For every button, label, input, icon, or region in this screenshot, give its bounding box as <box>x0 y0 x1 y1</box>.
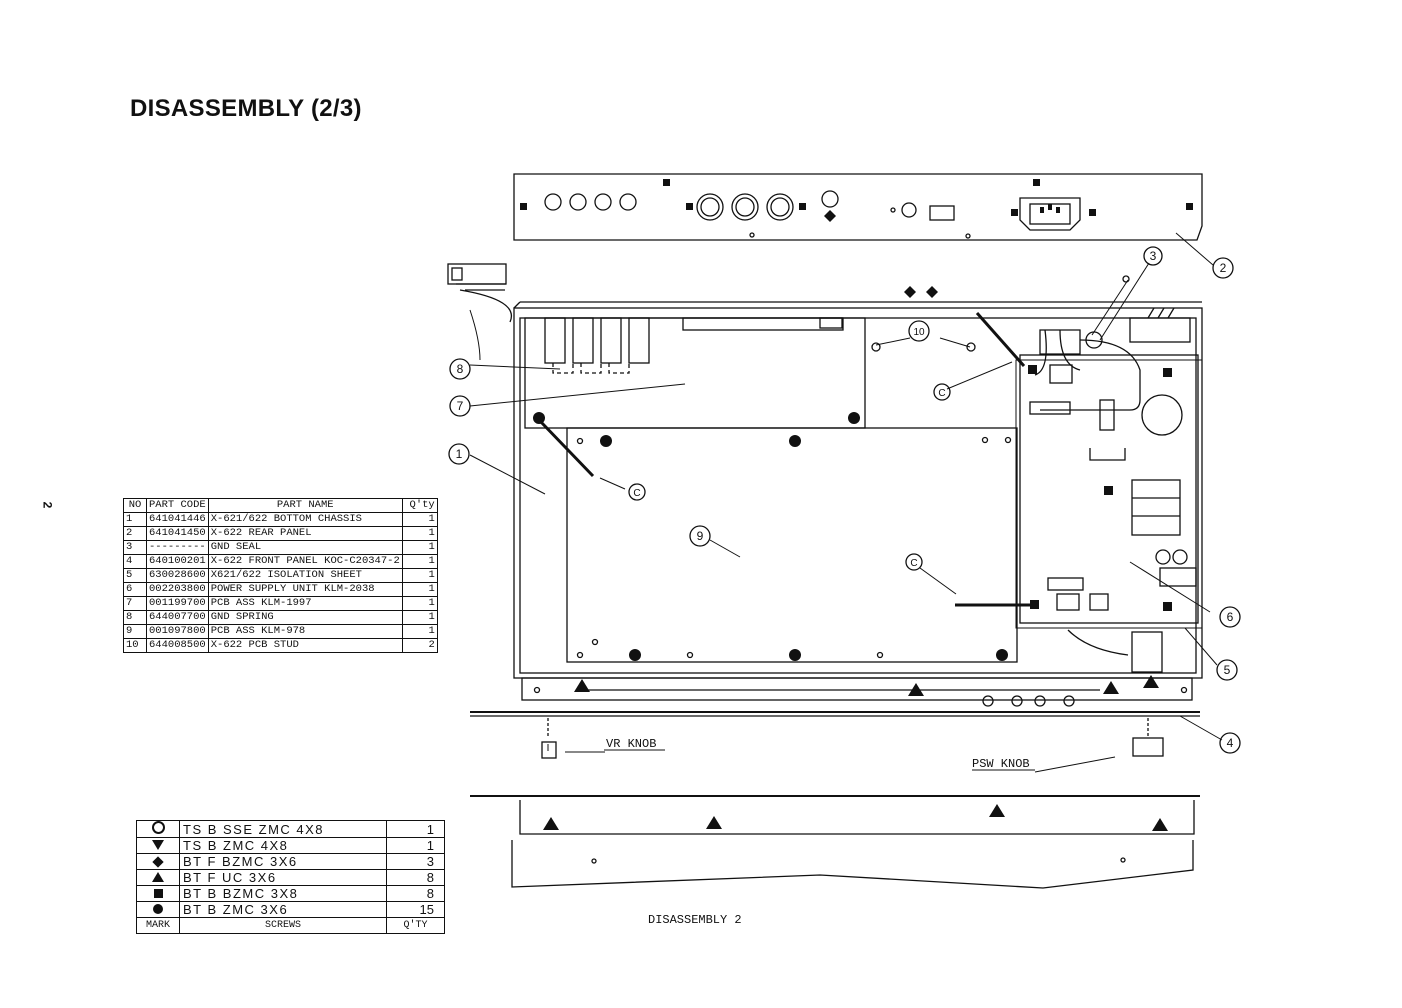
bottom-chassis <box>513 301 1203 679</box>
c-mark-2: C <box>633 488 640 499</box>
pcb-klm-1997 <box>524 317 866 429</box>
page-title: DISASSEMBLY (2/3) <box>130 95 362 122</box>
leader-lines <box>469 232 1223 773</box>
parts-cell-code: 001199700 <box>146 596 209 611</box>
power-supply-unit <box>1015 307 1203 673</box>
knobs <box>541 718 1164 759</box>
screw-desc-cell: TS B SSE ZMC 4X8 <box>179 820 387 838</box>
screw-table-header: MARK SCREWS Q'TY <box>136 917 445 934</box>
rear-panel <box>513 173 1203 241</box>
callout-10: 10 <box>913 327 925 338</box>
diamond-markers <box>904 286 938 298</box>
parts-cell-code: 641041446 <box>146 512 209 527</box>
c-mark-3: C <box>910 558 917 569</box>
figure-caption: DISASSEMBLY 2 <box>648 913 742 927</box>
open-circle-icon <box>151 821 165 834</box>
callout-4: 4 <box>1227 736 1234 750</box>
down-triangle-icon <box>152 840 164 850</box>
parts-cell-qty: 1 <box>401 596 438 611</box>
callout-numbers: 1 2 3 4 5 6 7 8 9 10 C C C <box>456 249 1234 750</box>
bottom-cover <box>470 795 1200 889</box>
up-triangle-icon <box>152 872 164 882</box>
parts-cell-code: 002203800 <box>146 582 209 597</box>
c-mark-1: C <box>938 388 945 399</box>
header-qty: Q'ty <box>401 498 438 513</box>
callout-1: 1 <box>456 447 463 461</box>
callout-5: 5 <box>1224 663 1231 677</box>
filled-circle-icon <box>153 904 163 914</box>
callout-9: 9 <box>697 529 704 543</box>
callout-8: 8 <box>457 362 464 376</box>
front-panel <box>470 675 1200 717</box>
callout-6: 6 <box>1227 610 1234 624</box>
vr-knob-label: VR KNOB <box>606 737 656 751</box>
callout-7: 7 <box>457 399 464 413</box>
parts-cell-code: --------- <box>146 540 209 555</box>
parts-cell-no: 2 <box>123 526 147 541</box>
parts-cell-code: 641041450 <box>146 526 209 541</box>
square-icon <box>153 889 163 898</box>
callout-2: 2 <box>1220 261 1227 275</box>
parts-cell-qty: 2 <box>401 638 438 653</box>
parts-cell-no: 4 <box>123 554 147 569</box>
screw-desc-cell: BT B BZMC 3X8 <box>179 885 387 902</box>
parts-cell-name: X-622 FRONT PANEL KOC-C20347-2 <box>207 554 403 569</box>
gnd-spring-detail <box>447 263 513 323</box>
psw-knob-label: PSW KNOB <box>972 757 1030 771</box>
parts-table-header: NO PART CODE PART NAME Q'ty <box>123 498 438 513</box>
callout-circles <box>448 246 1241 754</box>
parts-cell-no: 10 <box>123 638 147 653</box>
parts-cell-name: POWER SUPPLY UNIT KLM-2038 <box>207 582 403 597</box>
callout-3: 3 <box>1150 249 1157 263</box>
screw-desc-cell: BT F BZMC 3X6 <box>179 853 387 870</box>
parts-cell-name: X621/622 ISOLATION SHEET <box>207 568 403 583</box>
parts-cell-name: GND SEAL <box>207 540 403 555</box>
gnd-spring <box>539 312 1030 607</box>
parts-cell-name: X-622 PCB STUD <box>207 638 403 653</box>
pcb-klm-978 <box>566 427 1018 663</box>
header-screw-qty: Q'TY <box>386 917 445 934</box>
